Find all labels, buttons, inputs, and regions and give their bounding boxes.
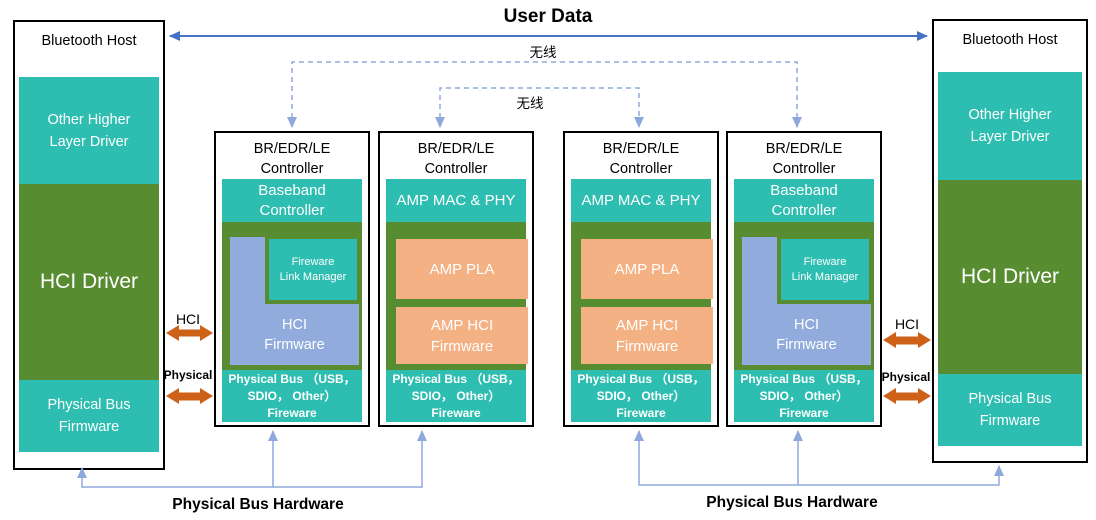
hci-driver-block: HCI Driver bbox=[19, 184, 159, 380]
host-title: Bluetooth Host bbox=[962, 32, 1058, 48]
block-text-line: SDIO， Other） bbox=[411, 388, 501, 403]
block-text-line: AMP HCI bbox=[430, 316, 494, 334]
wireless-label-inner: 无线 bbox=[516, 96, 544, 111]
hci-arrow-right bbox=[883, 332, 931, 348]
title-line: BR/EDR/LE bbox=[602, 141, 680, 157]
controller-title: BR/EDR/LE Controller bbox=[380, 139, 532, 179]
block-text-line: HCI bbox=[282, 316, 307, 333]
block-text-line: Physical Bus （USB， bbox=[392, 371, 520, 386]
title-line: Controller bbox=[772, 161, 836, 177]
hci-label-right: HCI bbox=[894, 316, 920, 332]
physical-arrow-right bbox=[883, 388, 931, 404]
block-text-line: Firmware bbox=[776, 336, 837, 353]
physical-label-right: Physical bbox=[881, 370, 931, 384]
hci-arrow-left bbox=[166, 325, 213, 341]
block-text-line: Physical Bus bbox=[47, 397, 131, 413]
hci-label-left: HCI bbox=[175, 311, 201, 327]
hci-driver-block: HCI Driver bbox=[938, 180, 1082, 374]
physical-bus-hardware-label-left: Physical Bus Hardware bbox=[172, 496, 344, 513]
block-text-line: Fireware bbox=[616, 405, 666, 420]
block-text-line: AMP HCI bbox=[615, 316, 679, 334]
wireless-label-outer: 无线 bbox=[529, 45, 557, 60]
amp-mac-phy-block: AMP MAC & PHY bbox=[386, 179, 526, 222]
block-text-line: Physical Bus （USB， bbox=[228, 371, 356, 386]
title-line: Controller bbox=[424, 161, 488, 177]
hci-firmware-lshape bbox=[742, 237, 777, 304]
physical-bus-fireware-block: Physical Bus （USB， SDIO， Other） Fireware bbox=[386, 370, 526, 422]
baseband-controller-block: Baseband Controller bbox=[734, 179, 874, 222]
title-line: Controller bbox=[609, 161, 673, 177]
title-line: BR/EDR/LE bbox=[253, 141, 331, 157]
physical-label-left: Physical bbox=[163, 368, 213, 382]
block-text-line: Firmware bbox=[615, 337, 679, 355]
hci-firmware-lshape bbox=[230, 237, 265, 304]
block-text-line: Link Manager bbox=[791, 270, 859, 283]
amp-mac-phy-block: AMP MAC & PHY bbox=[571, 179, 711, 222]
amp-pla-block: AMP PLA bbox=[396, 239, 528, 299]
block-text-line: Other Higher bbox=[47, 111, 131, 128]
controller-title: BR/EDR/LE Controller bbox=[216, 139, 368, 179]
title-line: BR/EDR/LE bbox=[765, 141, 843, 157]
controller-3-amp: BR/EDR/LE Controller AMP MAC & PHY AMP P… bbox=[563, 131, 719, 427]
block-text-line: Fireware bbox=[431, 405, 481, 420]
controller-title: BR/EDR/LE Controller bbox=[565, 139, 717, 179]
block-text-line: Link Manager bbox=[279, 270, 347, 283]
physical-bus-hardware-label-right: Physical Bus Hardware bbox=[706, 494, 878, 511]
controller-1-baseband: BR/EDR/LE Controller Baseband Controller… bbox=[214, 131, 370, 427]
green-region: HCI Firmware Fireware Link Manager bbox=[222, 222, 362, 370]
bluetooth-host-right: Bluetooth Host Other Higher Layer Driver… bbox=[932, 19, 1088, 463]
block-text-line: Layer Driver bbox=[970, 129, 1050, 145]
fireware-link-manager-block: Fireware Link Manager bbox=[781, 239, 869, 300]
block-text-line: Layer Driver bbox=[49, 133, 129, 150]
other-higher-layer-driver-block: Other Higher Layer Driver bbox=[19, 77, 159, 184]
green-region: HCI Firmware Fireware Link Manager bbox=[734, 222, 874, 370]
block-text-line: Fireware bbox=[291, 255, 335, 268]
hci-firmware-block: HCI Firmware bbox=[742, 304, 871, 365]
physical-arrow-left bbox=[166, 388, 213, 404]
block-text-line: Physical Bus bbox=[968, 391, 1052, 407]
block-text-line: Firmware bbox=[430, 337, 494, 355]
block-text-line: Other Higher bbox=[968, 107, 1052, 123]
green-region: AMP PLA AMP HCI Firmware bbox=[386, 222, 528, 370]
block-text-line: HCI bbox=[794, 316, 819, 333]
block-text-line: Baseband bbox=[770, 181, 838, 199]
block-text-line: Firmware bbox=[264, 336, 325, 353]
amp-pla-block: AMP PLA bbox=[581, 239, 713, 299]
block-text-line: Baseband bbox=[258, 181, 326, 199]
controller-2-amp: BR/EDR/LE Controller AMP MAC & PHY AMP P… bbox=[378, 131, 534, 427]
title-line: Controller bbox=[260, 161, 324, 177]
hci-firmware-block: HCI Firmware bbox=[230, 304, 359, 365]
block-text-line: Fireware bbox=[779, 405, 829, 420]
block-text-line: Controller bbox=[259, 201, 325, 219]
block-text-line: SDIO， Other） bbox=[759, 388, 849, 403]
amp-hci-firmware-block: AMP HCI Firmware bbox=[396, 307, 528, 364]
amp-hci-firmware-block: AMP HCI Firmware bbox=[581, 307, 713, 364]
physical-bus-fireware-block: Physical Bus （USB， SDIO， Other） Fireware bbox=[571, 370, 711, 422]
user-data-label: User Data bbox=[503, 6, 593, 27]
block-text-line: SDIO， Other） bbox=[247, 388, 337, 403]
block-text-line: Fireware bbox=[803, 255, 847, 268]
baseband-controller-block: Baseband Controller bbox=[222, 179, 362, 222]
block-text-line: Firmware bbox=[979, 413, 1041, 429]
green-region: AMP PLA AMP HCI Firmware bbox=[571, 222, 713, 370]
fireware-link-manager-block: Fireware Link Manager bbox=[269, 239, 357, 300]
other-higher-layer-driver-block: Other Higher Layer Driver bbox=[938, 72, 1082, 180]
physical-bus-fireware-block: Physical Bus （USB， SDIO， Other） Fireware bbox=[734, 370, 874, 422]
physical-bus-fireware-block: Physical Bus （USB， SDIO， Other） Fireware bbox=[222, 370, 362, 422]
block-text-line: Firmware bbox=[58, 419, 120, 435]
block-text-line: Fireware bbox=[267, 405, 317, 420]
controller-title: BR/EDR/LE Controller bbox=[728, 139, 880, 179]
bluetooth-host-left: Bluetooth Host Other Higher Layer Driver… bbox=[13, 20, 165, 470]
block-text-line: SDIO， Other） bbox=[596, 388, 686, 403]
physical-bus-firmware-block: Physical Bus Firmware bbox=[938, 374, 1082, 446]
physical-bus-firmware-block: Physical Bus Firmware bbox=[19, 380, 159, 452]
block-text-line: Physical Bus （USB， bbox=[740, 371, 868, 386]
block-text-line: Physical Bus （USB， bbox=[577, 371, 705, 386]
host-title: Bluetooth Host bbox=[41, 33, 137, 49]
block-text-line: Controller bbox=[771, 201, 837, 219]
controller-4-baseband: BR/EDR/LE Controller Baseband Controller… bbox=[726, 131, 882, 427]
title-line: BR/EDR/LE bbox=[417, 141, 495, 157]
